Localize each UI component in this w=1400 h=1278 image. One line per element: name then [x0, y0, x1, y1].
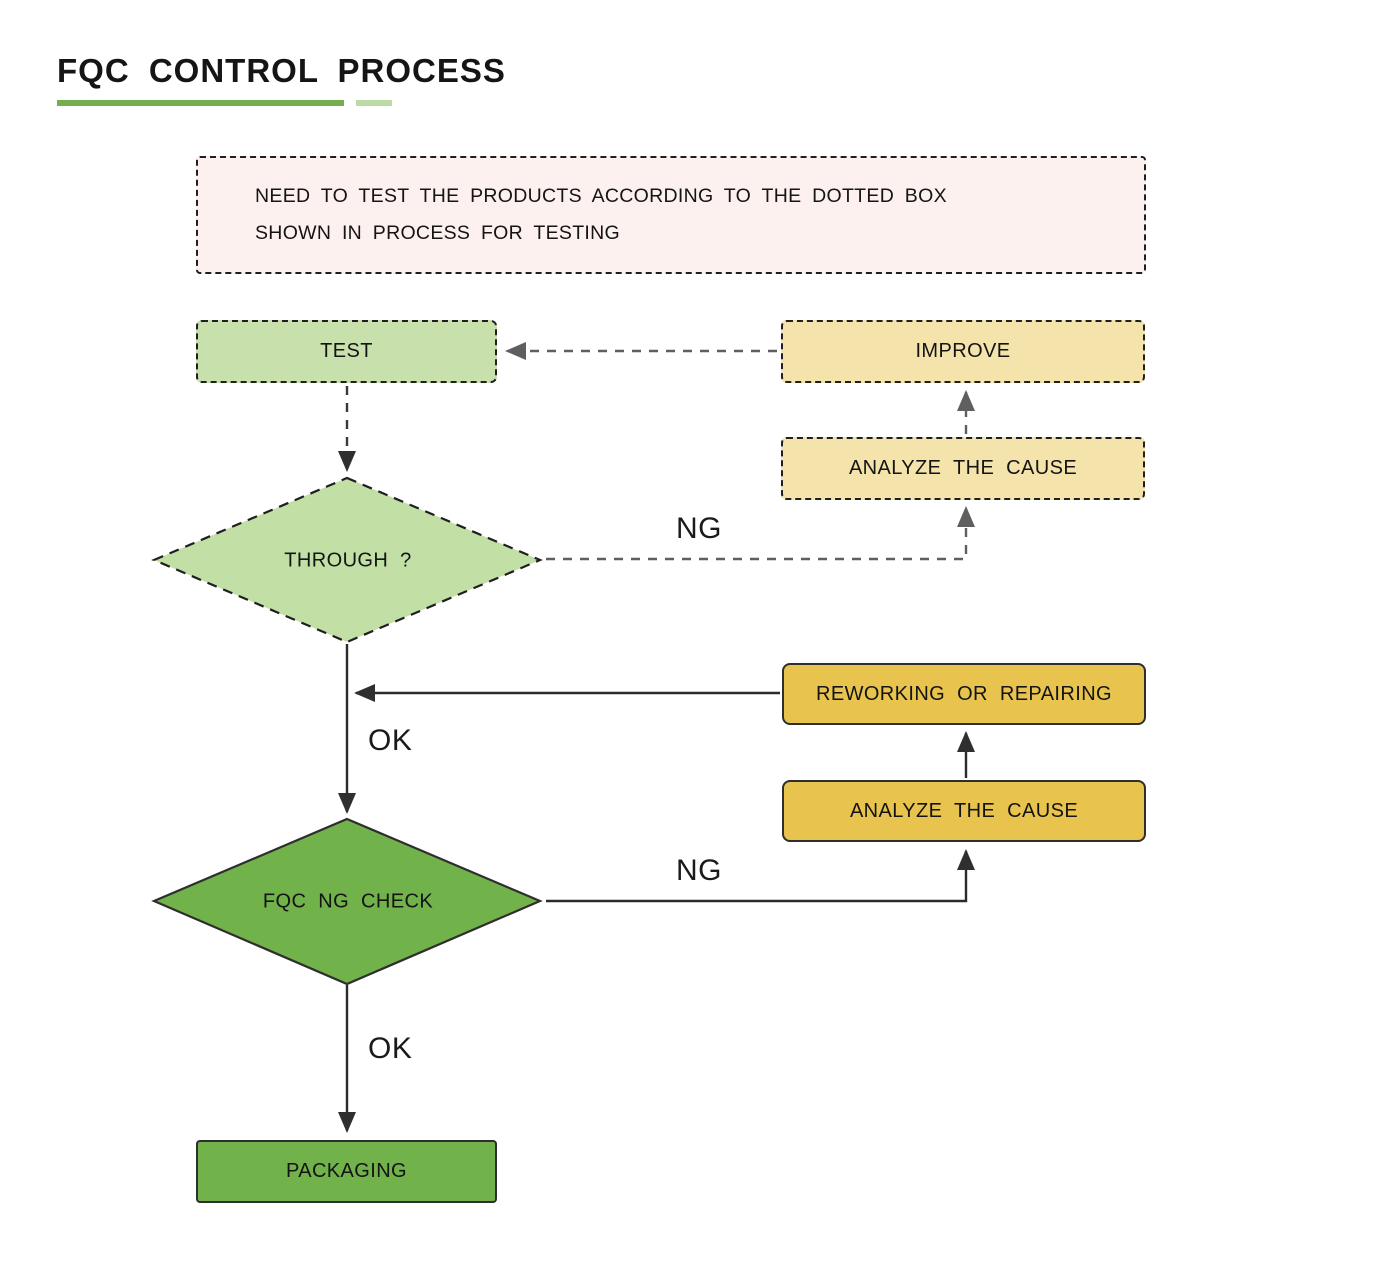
diamond-fqc-ng-check — [151, 817, 543, 986]
node-improve: IMPROVE — [781, 320, 1145, 383]
node-packaging-label: PACKAGING — [285, 1160, 408, 1182]
diamond-through-label: THROUGH ? — [284, 549, 412, 572]
title-underline-main — [57, 100, 344, 106]
page-title: FQC CONTROL PROCESS — [57, 52, 506, 89]
connector-fqc-ng-to-analyze-bottom — [546, 849, 975, 903]
diamond-fqc-ng-check-label: FQC NG CHECK — [262, 890, 434, 913]
title-underline-tail — [356, 100, 392, 106]
node-analyze-cause-top: ANALYZE THE CAUSE — [781, 437, 1145, 500]
note-box: NEED TO TEST THE PRODUCTS ACCORDING TO T… — [196, 156, 1146, 274]
node-reworking-or-repairing: REWORKING OR REPAIRING — [782, 663, 1146, 725]
edge-label-through-ok: OK — [368, 724, 413, 757]
edge-label-fqc-ng: NG — [676, 854, 722, 887]
node-test-label: TEST — [320, 340, 373, 362]
node-packaging: PACKAGING — [196, 1140, 497, 1203]
note-text: NEED TO TEST THE PRODUCTS ACCORDING TO T… — [255, 185, 947, 244]
node-improve-label: IMPROVE — [915, 340, 1011, 362]
node-analyze-cause-top-label: ANALYZE THE CAUSE — [848, 457, 1078, 479]
node-reworking-label: REWORKING OR REPAIRING — [815, 682, 1112, 705]
node-test: TEST — [196, 320, 497, 383]
edge-label-through-ng: NG — [676, 512, 722, 545]
edge-label-fqc-ok: OK — [368, 1032, 413, 1065]
node-analyze-cause-bottom-label: ANALYZE THE CAUSE — [849, 799, 1079, 822]
diamond-through — [151, 476, 543, 644]
connector-through-ng-to-analyze-top — [546, 506, 975, 561]
node-analyze-cause-bottom: ANALYZE THE CAUSE — [782, 780, 1146, 842]
